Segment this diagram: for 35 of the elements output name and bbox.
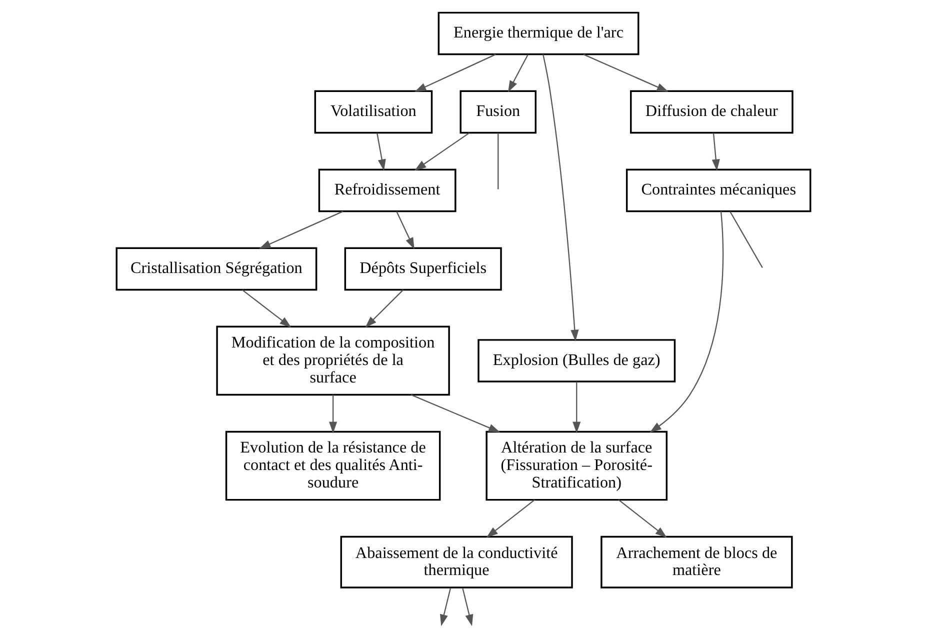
- node-box: Evolution de la résistance de contact et des qualités Anti- soudure: [225, 430, 441, 501]
- node-box: Volatilisation: [314, 90, 433, 134]
- arrow: [259, 210, 344, 249]
- node-box: Contraintes mécaniques: [626, 168, 812, 212]
- node-box: Energie thermique de l'arc: [438, 12, 640, 56]
- arrow: [650, 211, 724, 433]
- node-box: Modification de la composition et des propriétés de la surface: [216, 326, 450, 396]
- connector: [498, 133, 499, 190]
- arrow: [572, 382, 581, 434]
- node-box: Fusion: [460, 90, 536, 134]
- node-box: Altération de la surface (Fissuration – Porosité- Stratification): [486, 430, 668, 501]
- arrow: [542, 54, 579, 342]
- arrow: [414, 132, 470, 171]
- arrow: [329, 394, 338, 434]
- arrow: [242, 290, 292, 328]
- node-box: Cristallisation Ségrégation: [116, 247, 318, 291]
- node-box: Refroidissement: [318, 168, 456, 212]
- arrow: [486, 499, 535, 538]
- node-box: Abaissement de la conductivité thermique: [340, 536, 573, 588]
- arrow: [410, 394, 500, 432]
- arrow: [462, 588, 474, 626]
- connector: [730, 211, 763, 268]
- arrow: [508, 54, 528, 92]
- node-box: Explosion (Bulles de gaz): [478, 339, 676, 382]
- arrow: [376, 133, 386, 171]
- arrow: [583, 54, 668, 92]
- arrow: [712, 133, 720, 171]
- node-box: Arrachement de blocs de matière: [600, 536, 793, 588]
- arrow: [414, 54, 496, 92]
- arrow: [440, 588, 452, 626]
- node-box: Diffusion de chaleur: [630, 90, 794, 134]
- node-box: Dépôts Superficiels: [344, 247, 502, 291]
- arrow: [618, 499, 667, 538]
- arrow: [365, 290, 404, 328]
- arrow: [396, 211, 414, 250]
